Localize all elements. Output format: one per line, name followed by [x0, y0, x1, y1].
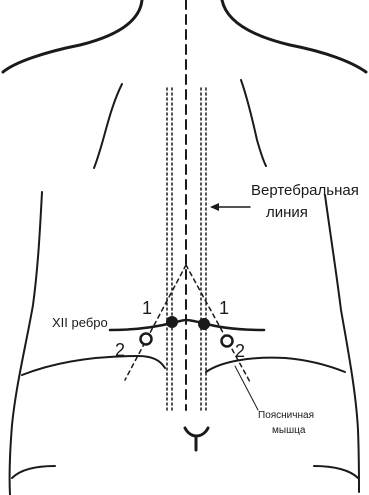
vertebral-line-label: Вертебральная [251, 183, 359, 198]
point-2-left-marker [141, 334, 152, 345]
point-2-left-label: 2 [115, 341, 125, 359]
psoas-label: Поясничная [258, 411, 314, 421]
left-iliac-crest [22, 356, 165, 375]
left-buttock-outline [12, 466, 55, 478]
vertebral-line-arrowhead [210, 203, 219, 211]
point-1-left-label: 1 [142, 299, 152, 317]
point-1-right-marker [198, 318, 210, 330]
psoas-label-second: мышца [272, 426, 305, 436]
right-iliac-crest [206, 358, 345, 372]
right-psoas-line [186, 265, 250, 382]
point-1-right-label: 1 [219, 299, 229, 317]
point-2-right-marker [222, 336, 233, 347]
right-torso-outline [325, 195, 359, 492]
right-shoulder-outline [222, 0, 366, 72]
left-shoulder-outline [3, 0, 142, 72]
point-1-left-marker [166, 316, 178, 328]
psoas-pointer-line [235, 366, 258, 410]
right-scapula-outline [241, 80, 266, 166]
vertebral-line-label-second: линия [266, 205, 308, 220]
point-2-right-label: 2 [235, 342, 245, 360]
left-scapula-outline [94, 84, 122, 168]
right-buttock-outline [314, 466, 358, 478]
xii-rib-label: XII ребро [52, 316, 108, 329]
left-torso-outline [10, 192, 42, 495]
sacral-mark [185, 428, 208, 450]
